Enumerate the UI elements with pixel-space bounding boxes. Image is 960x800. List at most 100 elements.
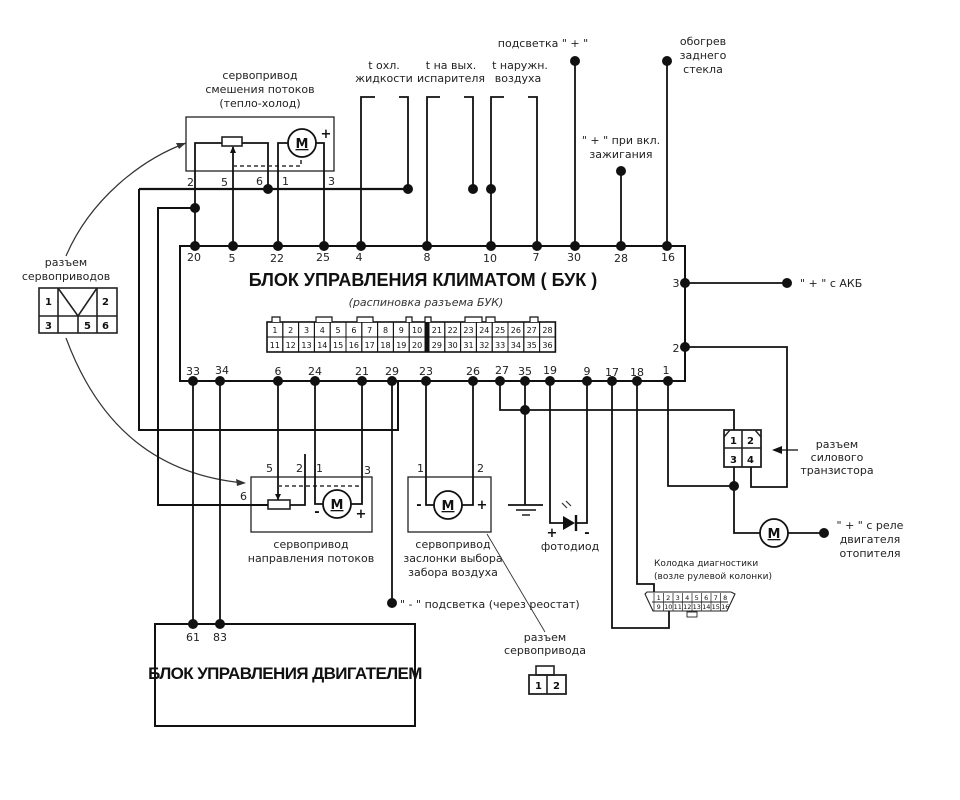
diag-pin: 6: [704, 594, 708, 602]
ground-icon: [508, 504, 543, 516]
servo-connector-label-1: разъем: [45, 256, 87, 269]
pin-label: 10: [483, 252, 497, 265]
pin-label: 6: [275, 365, 282, 378]
sensor-evaporator-label-1: t на вых.: [426, 59, 476, 72]
minus-sign: -: [416, 498, 421, 513]
junction-dot: [357, 376, 367, 386]
arrow-to-direction-servo: [65, 337, 245, 484]
pin-label: 2: [553, 681, 560, 692]
servo-connector-label-2: сервоприводов: [22, 270, 110, 283]
wires: [138, 61, 824, 629]
junction-dot: [356, 241, 366, 251]
connector-pin: 29: [432, 341, 442, 350]
connector-pin: 6: [351, 326, 356, 335]
intake-servo-label-2: заслонки выбора: [403, 552, 502, 565]
connector-pin: 36: [542, 341, 552, 350]
junction-dots: [188, 56, 829, 629]
diag-pin: 7: [714, 594, 718, 602]
diag-pin: 1: [657, 594, 661, 602]
junction-dot: [486, 241, 496, 251]
junction-dot: [190, 203, 200, 213]
arrow-to-mix-servo: [65, 142, 187, 257]
connector-pin: 5: [336, 326, 341, 335]
direction-servo-label-1: сервопривод: [273, 538, 349, 551]
pin-label: 8: [424, 251, 431, 264]
pin-label: 6: [256, 175, 263, 188]
motor-icon: М: [768, 527, 781, 542]
connector-pin: 11: [270, 341, 280, 350]
diag-pin: 15: [712, 603, 720, 611]
diag-connector-label-1: Колодка диагностики: [654, 559, 758, 569]
motor-icon: М: [331, 498, 344, 513]
pin-label: 5: [84, 321, 91, 332]
pin-label: 30: [567, 251, 581, 264]
connector-pin: 12: [286, 341, 296, 350]
junction-dot: [663, 376, 673, 386]
sensor-outside-label-2: воздуха: [495, 72, 541, 85]
connector-pin: 26: [511, 326, 521, 335]
connector-pin: 16: [349, 341, 359, 350]
connector-pin: 20: [412, 341, 422, 350]
transistor-connector-label-2: силового: [811, 451, 864, 464]
climate-unit-box: [179, 245, 686, 382]
junction-dot: [421, 376, 431, 386]
pin-label: 17: [605, 366, 619, 379]
pin-label: 5: [229, 252, 236, 265]
diag-pin: 14: [702, 603, 710, 611]
pin-label: 20: [187, 251, 201, 264]
pin-label: 2: [673, 342, 680, 355]
connector-pin: 19: [396, 341, 406, 350]
connector-pin: 14: [317, 341, 327, 350]
junction-dot: [532, 241, 542, 251]
junction-dot: [729, 481, 739, 491]
ignition-plus-label-1: " + " при вкл.: [582, 134, 660, 147]
connector-pin: 17: [365, 341, 375, 350]
rear-defrost-label-2: заднего: [680, 49, 727, 62]
backlight-plus-label: подсветка " + ": [498, 37, 588, 50]
junction-dot: [228, 241, 238, 251]
heater-motor-label-2: двигателя: [840, 533, 901, 546]
pin-label: 23: [419, 365, 433, 378]
rear-defrost-label-1: обогрев: [680, 35, 726, 48]
junction-dot: [520, 376, 530, 386]
diag-connector-label-2: (возле рулевой колонки): [654, 572, 772, 582]
plus-sign: +: [477, 498, 488, 513]
transistor-connector-graphic: [723, 429, 762, 468]
connector-pin: 34: [511, 341, 521, 350]
connector-pin: 31: [463, 341, 473, 350]
sensor-evaporator-label-2: испарителя: [417, 72, 485, 85]
connector-pin: 30: [448, 341, 458, 350]
connector-pin: 25: [495, 326, 505, 335]
mix-servo-label-1: сервопривод: [222, 69, 298, 82]
junction-dot: [468, 184, 478, 194]
junction-dot: [495, 376, 505, 386]
heater-motor-label-1: " + " с реле: [837, 519, 904, 532]
plus-sign: +: [547, 526, 558, 541]
pin-label: 1: [663, 364, 670, 377]
mix-servo-box: [185, 116, 335, 172]
pin-label: 9: [584, 365, 591, 378]
pin-label: 1: [316, 462, 323, 475]
connector-pin: 9: [399, 326, 404, 335]
diag-pin: 16: [721, 603, 729, 611]
pin-label: 1: [282, 175, 289, 188]
junction-dot: [662, 241, 672, 251]
junction-dot: [263, 184, 273, 194]
junction-dot: [570, 241, 580, 251]
direction-servo-label-2: направления потоков: [248, 552, 375, 565]
minus-sign: -: [584, 526, 589, 541]
servo-plug-label-2: сервопривода: [504, 644, 586, 657]
junction-dot: [570, 56, 580, 66]
pin-label: 26: [466, 365, 480, 378]
pin-label: 22: [270, 252, 284, 265]
pin-label: 34: [215, 364, 229, 377]
junction-dot: [680, 278, 690, 288]
junction-dot: [310, 376, 320, 386]
diag-pin: 5: [695, 594, 699, 602]
servo-connector-graphic: [38, 287, 118, 334]
photodiode-label: фотодиод: [541, 540, 600, 553]
direction-servo-potentiometer: [267, 499, 291, 510]
junction-dot: [545, 376, 555, 386]
pin-label: 2: [187, 176, 194, 189]
